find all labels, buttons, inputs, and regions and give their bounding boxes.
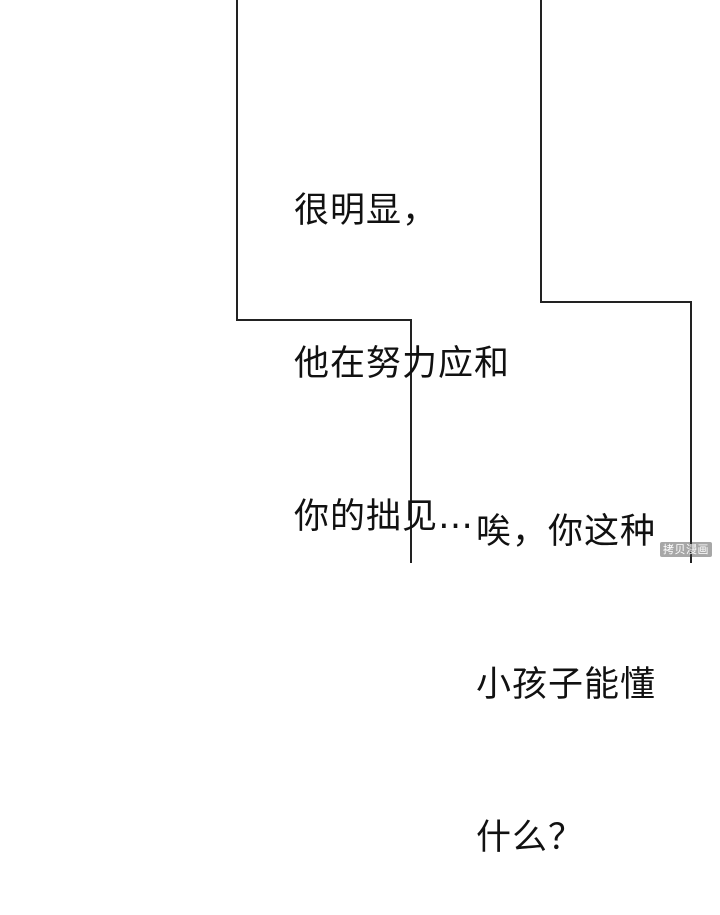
speech-line: 你的拙见… — [294, 497, 475, 537]
left-panel-border — [236, 0, 412, 563]
watermark-badge: 拷贝漫画 — [660, 542, 712, 557]
speech-line: 小孩子能懂 — [476, 665, 657, 705]
right-panel-border — [540, 0, 692, 563]
bottom-speech-text: 唉，你这种 小孩子能懂 什么？ — [476, 405, 656, 915]
speech-line: 什么？ — [476, 818, 585, 858]
top-speech-text: 很明显， 他在努力应和 你的拙见… — [294, 84, 510, 594]
speech-line: 很明显， — [294, 191, 439, 231]
comic-panel-borders — [236, 0, 692, 563]
speech-line: 唉，你这种 — [476, 512, 657, 552]
speech-line: 他在努力应和 — [294, 344, 511, 384]
